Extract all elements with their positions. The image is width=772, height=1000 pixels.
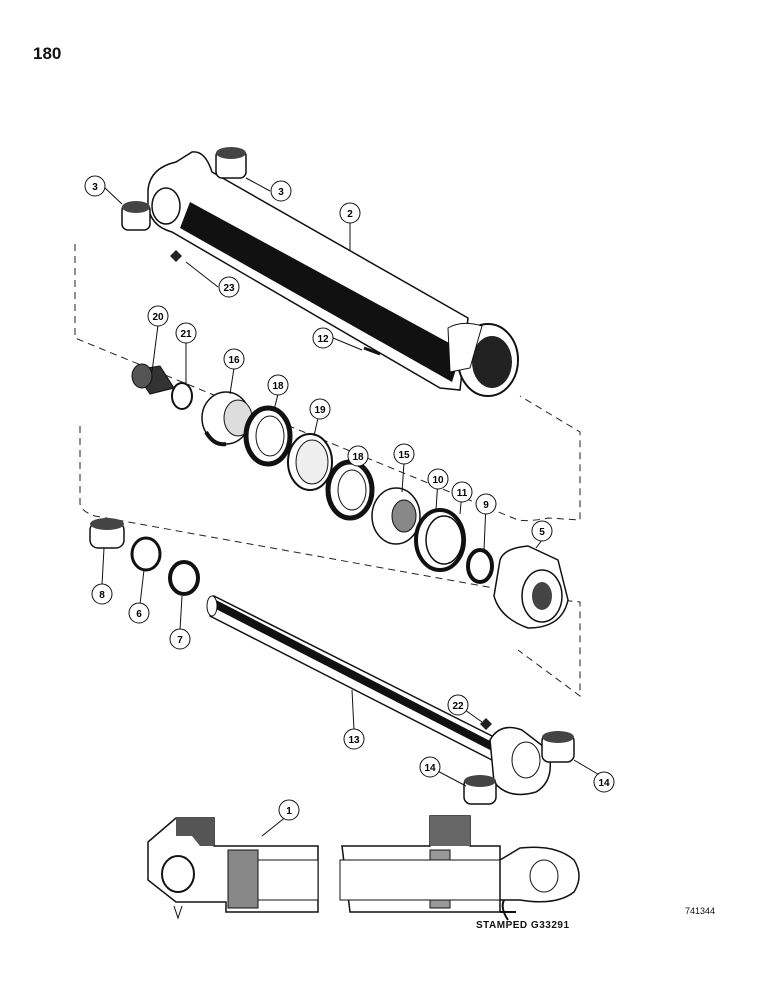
bolt-20 — [131, 363, 175, 395]
svg-text:1: 1 — [286, 806, 292, 817]
seal-ring-18a — [243, 405, 293, 467]
svg-text:8: 8 — [99, 590, 105, 601]
svg-text:7: 7 — [177, 635, 183, 646]
o-ring-10 — [414, 508, 466, 572]
callout-18-upper: 18 — [267, 374, 289, 396]
grease-fitting-23 — [170, 250, 182, 262]
callout-23: 23 — [218, 276, 240, 298]
callout-13: 13 — [343, 728, 365, 750]
svg-text:2: 2 — [347, 209, 353, 220]
bushing-14a — [463, 775, 497, 805]
callout-22: 22 — [447, 694, 469, 716]
svg-text:19: 19 — [314, 405, 326, 416]
svg-text:11: 11 — [457, 488, 468, 499]
seal-7 — [168, 560, 200, 596]
callout-6: 6 — [128, 602, 150, 624]
callout-11: 11 — [451, 481, 473, 503]
stamp-note: STAMPED G33291 — [476, 920, 570, 931]
figure-code: 741344 — [685, 906, 716, 916]
callout-1: 1 — [278, 799, 300, 821]
svg-text:23: 23 — [223, 283, 235, 294]
svg-text:18: 18 — [272, 381, 284, 392]
svg-text:22: 22 — [452, 701, 464, 712]
svg-text:9: 9 — [483, 500, 489, 511]
callout-labels: 1 2 3 3 5 6 7 8 9 10 11 12 13 14 14 15 1… — [84, 175, 615, 821]
callout-9: 9 — [475, 493, 497, 515]
svg-text:13: 13 — [348, 735, 360, 746]
svg-text:14: 14 — [424, 763, 436, 774]
svg-text:5: 5 — [539, 527, 545, 538]
callout-2: 2 — [339, 202, 361, 224]
callout-18-lower: 18 — [347, 445, 369, 467]
barrel-bushing-right — [215, 147, 247, 179]
callout-8: 8 — [91, 583, 113, 605]
callout-12: 12 — [312, 327, 334, 349]
callout-16: 16 — [223, 348, 245, 370]
bushing-14b — [541, 731, 575, 763]
svg-text:6: 6 — [136, 609, 142, 620]
svg-text:10: 10 — [432, 475, 444, 486]
callout-3-right: 3 — [270, 180, 292, 202]
svg-text:12: 12 — [317, 334, 329, 345]
callout-19: 19 — [309, 398, 331, 420]
piston-15 — [371, 487, 421, 545]
svg-text:16: 16 — [228, 355, 240, 366]
callout-20: 20 — [147, 305, 169, 327]
callout-14-right: 14 — [593, 771, 615, 793]
svg-text:21: 21 — [180, 329, 192, 340]
backup-ring-11 — [425, 515, 463, 565]
bushing-8 — [89, 518, 125, 549]
grease-fitting-22 — [480, 718, 492, 730]
seal-ring-18b — [325, 459, 375, 521]
barrel-bushing-left — [121, 201, 151, 231]
callout-15: 15 — [393, 443, 415, 465]
svg-text:15: 15 — [398, 450, 410, 461]
svg-text:20: 20 — [152, 312, 164, 323]
piston-rod — [206, 594, 551, 796]
svg-text:3: 3 — [92, 182, 98, 193]
cylinder-assembly-section — [147, 815, 580, 921]
head-5 — [493, 545, 569, 629]
callout-14-left: 14 — [419, 756, 441, 778]
wear-ring-19 — [287, 433, 333, 491]
svg-text:14: 14 — [598, 778, 610, 789]
screw-12 — [363, 346, 381, 356]
seal-9 — [466, 548, 494, 584]
washer-21 — [171, 382, 193, 410]
dashed-group-outlines — [74, 244, 581, 697]
callout-5: 5 — [531, 520, 553, 542]
svg-text:18: 18 — [352, 452, 364, 463]
callout-10: 10 — [427, 468, 449, 490]
callout-21: 21 — [175, 322, 197, 344]
svg-text:3: 3 — [278, 187, 284, 198]
page-number: 180 — [33, 44, 62, 63]
wiper-6 — [130, 536, 162, 572]
cylinder-barrel — [147, 151, 519, 397]
callout-3-left: 3 — [84, 175, 106, 197]
callout-7: 7 — [169, 628, 191, 650]
